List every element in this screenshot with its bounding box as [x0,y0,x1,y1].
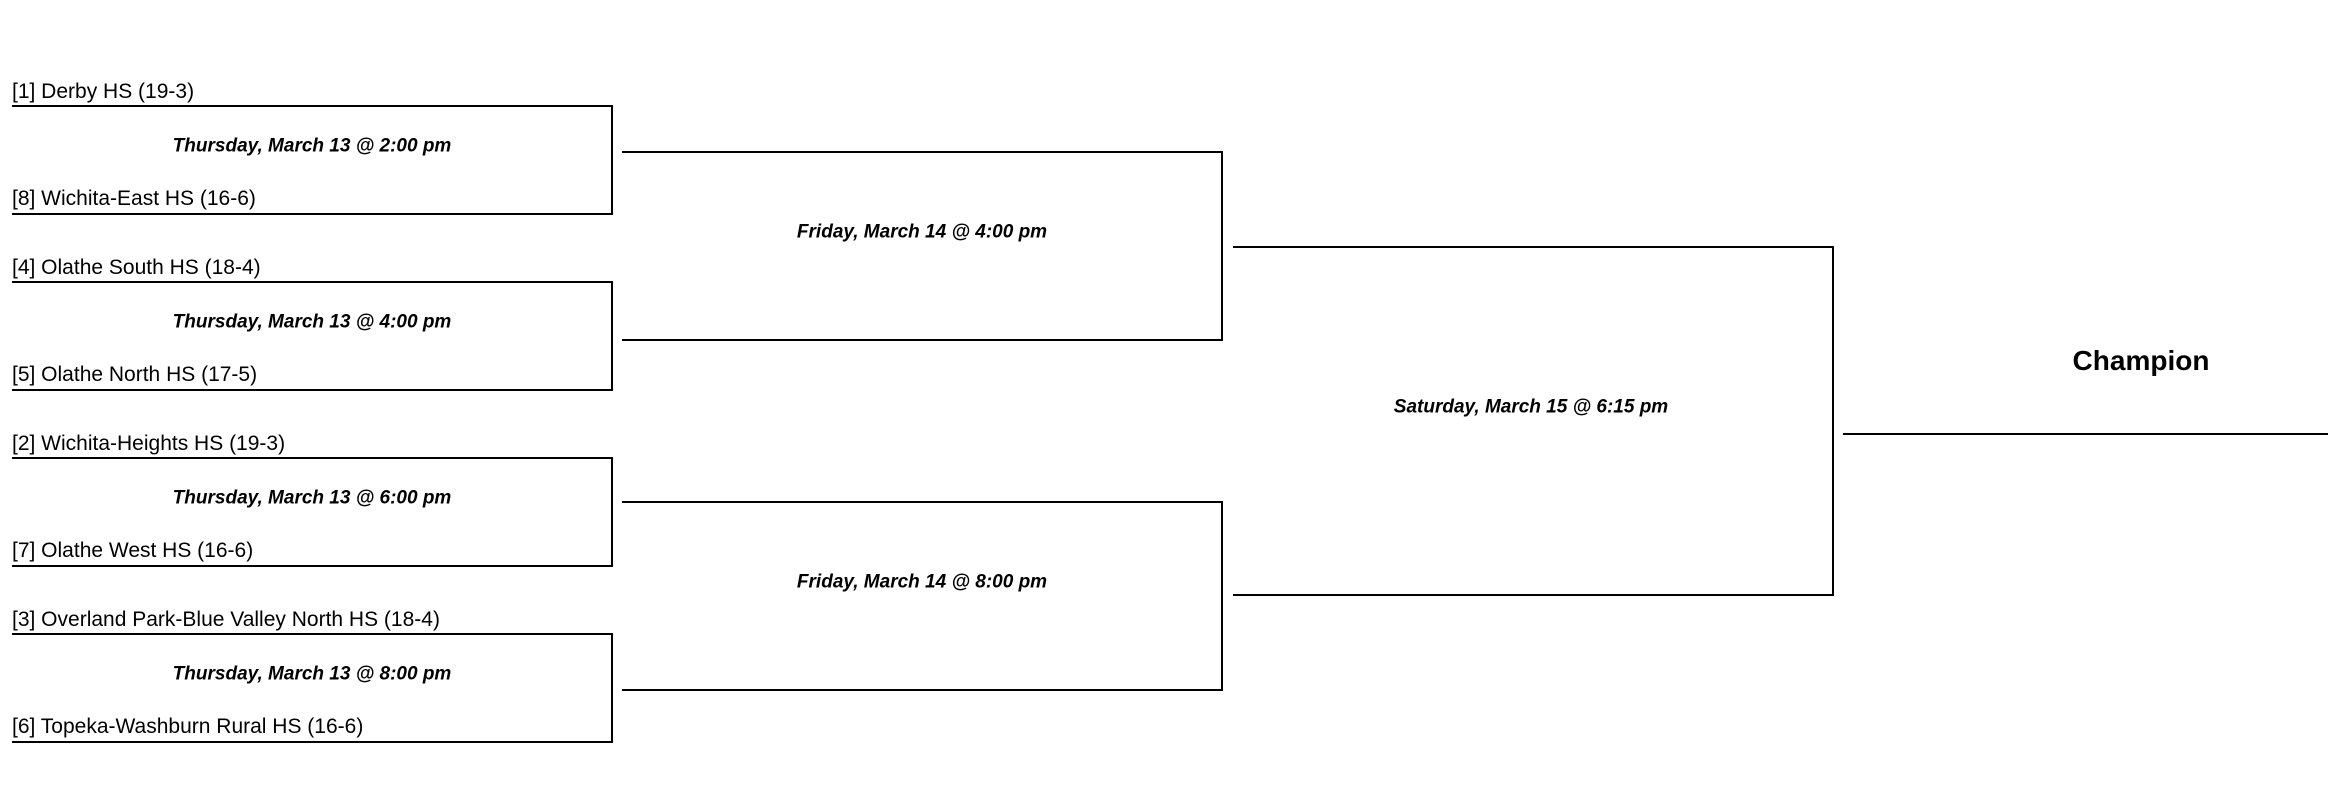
team-slot: [3] Overland Park-Blue Valley North HS (… [12,608,440,631]
game-date: Saturday, March 15 @ 6:15 pm [1393,396,1669,418]
team-slot: [1] Derby HS (19-3) [12,80,195,103]
champion-label: Champion [2072,345,2210,376]
team-slot: [5] Olathe North HS (17-5) [12,363,258,386]
game-date: Friday, March 14 @ 8:00 pm [796,571,1048,593]
team-slot: [8] Wichita-East HS (16-6) [12,187,256,210]
team-slot: [4] Olathe South HS (18-4) [12,256,261,279]
game-date: Thursday, March 13 @ 6:00 pm [172,487,452,509]
bracket-line [12,105,613,215]
bracket-line [12,633,613,743]
bracket-line [622,501,1223,691]
team-slot: [7] Olathe West HS (16-6) [12,539,254,562]
bracket-line [622,151,1223,341]
game-date: Thursday, March 13 @ 2:00 pm [172,135,452,157]
team-slot: [2] Wichita-Heights HS (19-3) [12,432,286,455]
bracket-line [1233,246,1834,596]
bracket-line [12,457,613,567]
champion-line [1843,433,2328,435]
bracket-line [12,281,613,391]
game-date: Thursday, March 13 @ 4:00 pm [172,311,452,333]
game-date: Friday, March 14 @ 4:00 pm [796,221,1048,243]
team-slot: [6] Topeka-Washburn Rural HS (16-6) [12,715,364,738]
game-date: Thursday, March 13 @ 8:00 pm [172,663,452,685]
